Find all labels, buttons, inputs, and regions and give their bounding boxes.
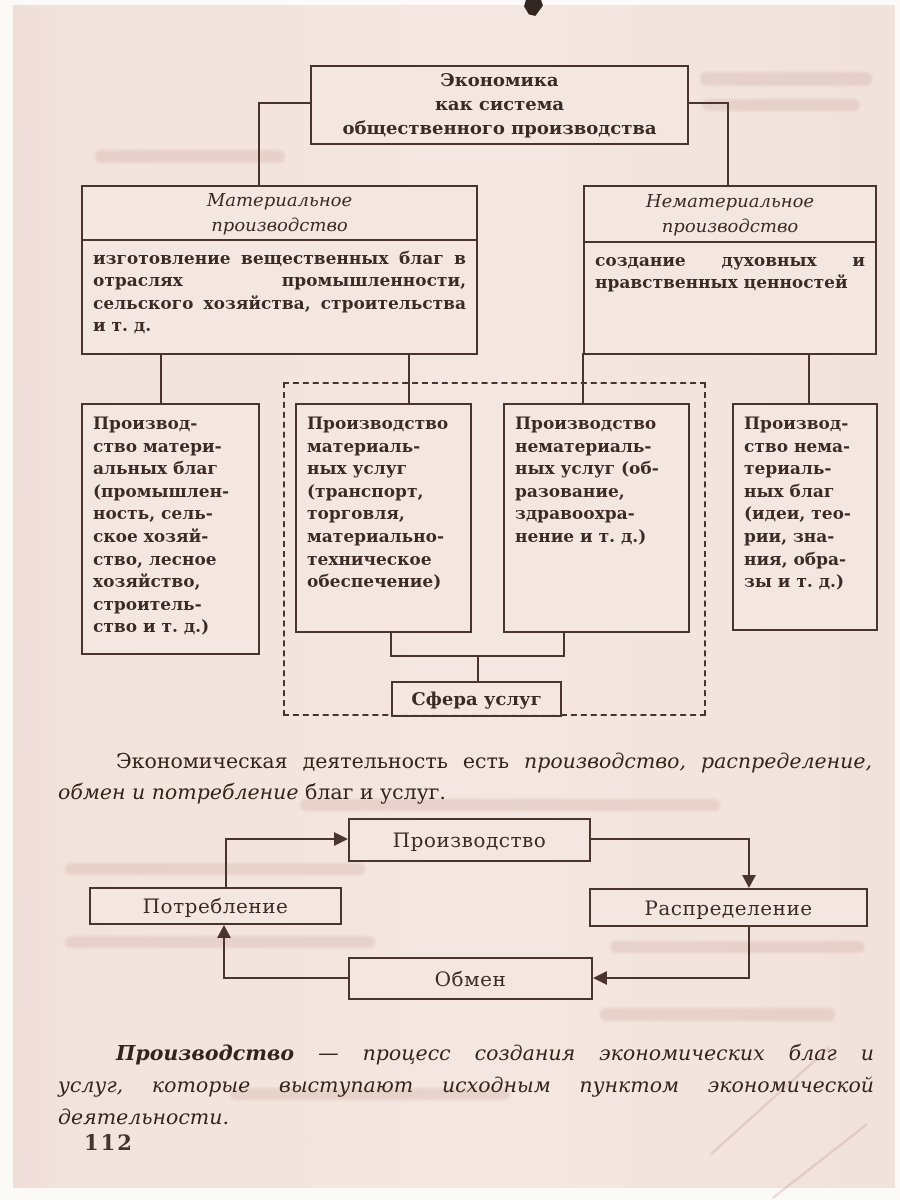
cycle-production-box: Производство [348,818,591,862]
cycle-connector-line [225,838,337,840]
arrow-left-icon [593,971,607,985]
root-concept-label: Экономика как система общественного прои… [342,69,657,140]
cycle-consumption-box: Потребление [89,887,342,925]
bleedthrough-text [300,799,720,811]
page-number: 112 [84,1130,134,1155]
bleedthrough-text [95,150,285,163]
connector-line [408,353,410,405]
cycle-connector-line [589,838,750,840]
connector-line [160,353,162,405]
branch-material-services-box: Производство материаль- ных услуг (транс… [295,403,472,633]
cycle-connector-line [606,977,750,979]
nonmaterial-production-box: Нематериальное производство создание дух… [583,185,877,355]
nonmaterial-production-description: создание духовных и нравственных ценност… [595,251,865,294]
connector-line [808,353,810,405]
connector-line [258,102,312,104]
material-production-description: изготовление вещественных благ в отрасля… [93,249,466,337]
scan-artifact-mark [524,0,543,16]
cycle-connector-line [748,927,750,979]
bleedthrough-text [702,99,860,111]
connector-line [582,353,584,405]
paragraph-tail: благ и услуг. [298,779,446,804]
material-production-box: Материальное производство изготовление в… [81,185,478,355]
branch-material-goods-box: Производ- ство матери- альных благ (пром… [81,403,260,655]
cycle-distribution-box: Распределение [589,888,868,927]
paragraph-production-definition: Производство — процесс создания экономич… [58,1038,874,1133]
paragraph-lead: Экономическая деятельность есть [116,749,525,773]
cycle-connector-line [223,977,350,979]
connector-line [689,102,729,104]
definition-body: — процесс создания экономических благ и … [58,1041,874,1129]
definition-term: Производство [116,1041,295,1065]
cycle-connector-line [225,838,227,887]
connector-line [563,631,565,655]
bleedthrough-text [610,941,865,953]
connector-line [727,102,729,186]
arrow-right-icon [334,832,348,846]
services-sphere-box: Сфера услуг [391,681,562,717]
connector-line [258,102,260,186]
cycle-exchange-box: Обмен [348,957,593,1000]
cycle-connector-line [748,838,750,876]
nonmaterial-production-title: Нематериальное производство [585,187,875,243]
arrow-up-icon [217,925,231,938]
bleedthrough-text [600,1008,835,1021]
material-production-title: Материальное производство [83,187,476,241]
bleedthrough-text [65,863,365,875]
root-concept-box: Экономика как система общественного прои… [310,65,689,145]
paragraph-economic-activity: Экономическая деятельность есть производ… [58,746,872,808]
connector-line [477,655,479,683]
paragraph-emphasis: производство, распределение, обмен и пот… [58,749,872,804]
bleedthrough-text [700,72,872,86]
connector-line [390,631,392,655]
branch-nonmaterial-goods-box: Производ- ство нема- териаль- ных благ (… [732,403,878,631]
branch-nonmaterial-services-box: Производство нематериаль- ных услуг (об-… [503,403,690,633]
bleedthrough-text [230,1088,510,1100]
bleedthrough-text [65,936,375,948]
cycle-connector-line [223,937,225,979]
arrow-down-icon [742,875,756,888]
